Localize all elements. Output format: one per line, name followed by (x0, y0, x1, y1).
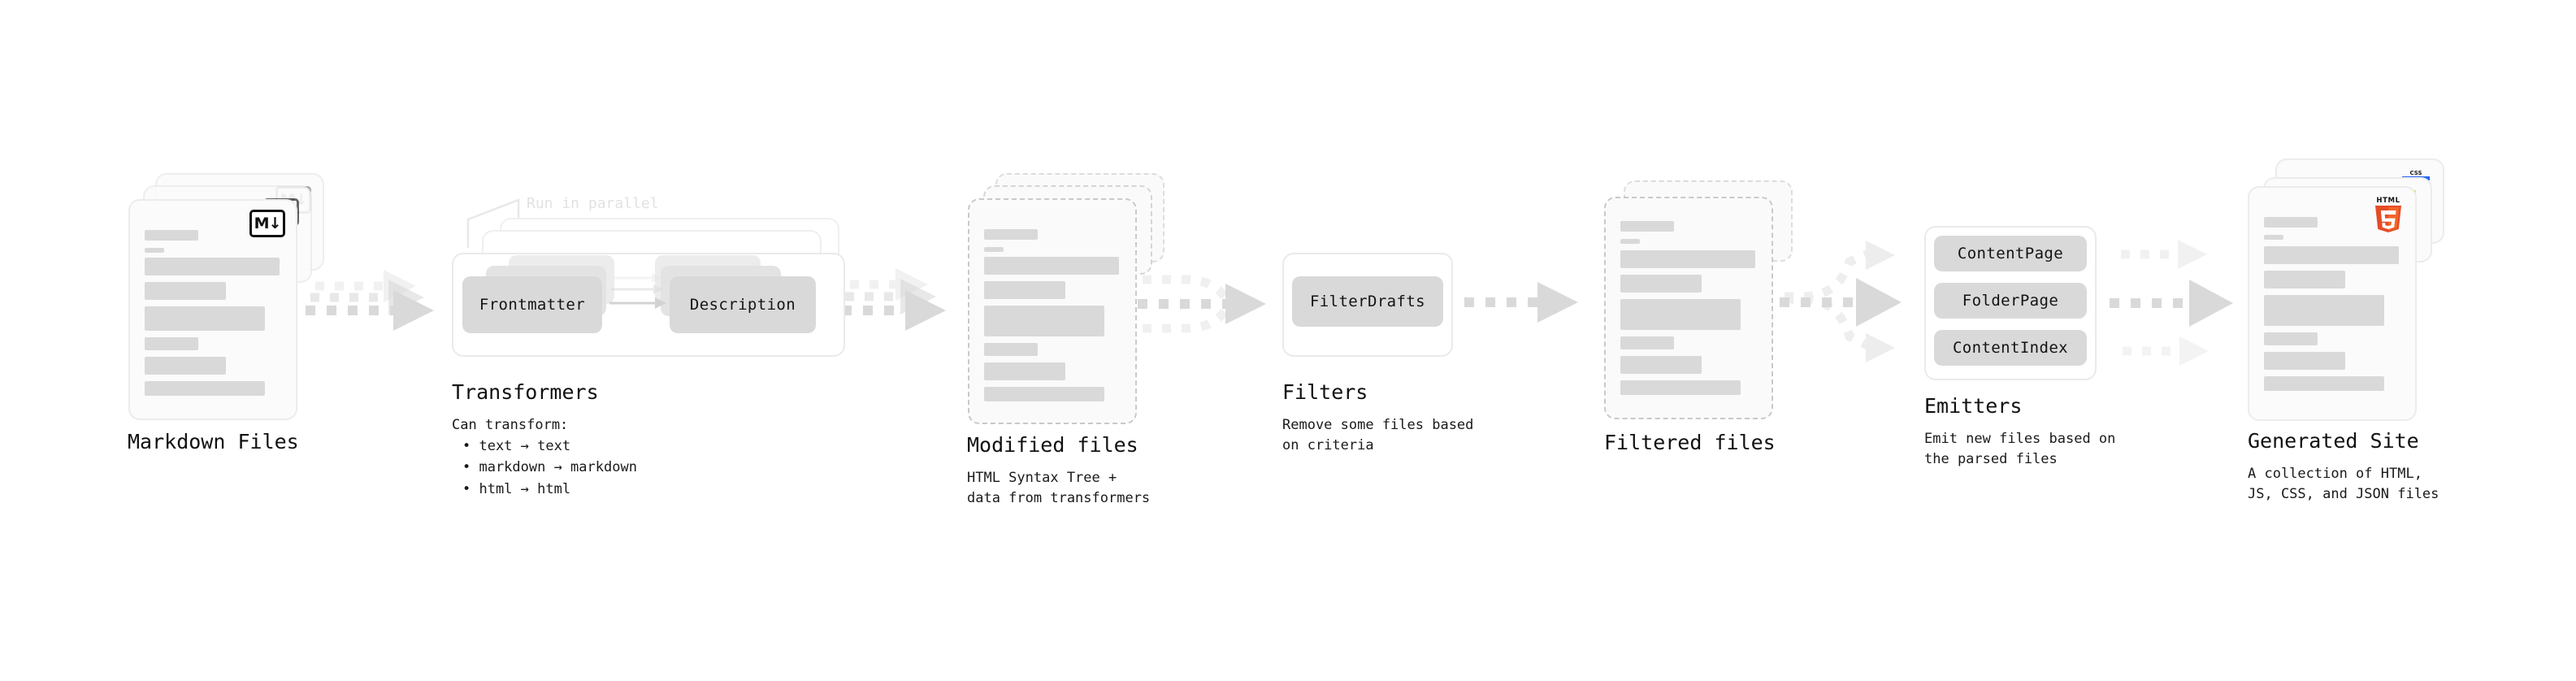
skeleton-line (145, 258, 280, 275)
run-in-parallel-label: Run in parallel (527, 195, 659, 212)
filter-chip-filterdrafts[interactable]: FilterDrafts (1292, 276, 1443, 327)
skeleton-line (145, 230, 198, 241)
skeleton-line (2264, 217, 2318, 228)
stage-title-markdown-files: Markdown Files (128, 430, 299, 453)
stage-title-generated-site: Generated Site (2248, 429, 2419, 453)
stage-title-modified-files: Modified files (967, 433, 1138, 457)
emitters-subtitle: Emit new files based on the parsed files (1924, 431, 2116, 467)
skeleton-line (145, 381, 265, 396)
skeleton-line (1620, 239, 1640, 244)
arrow-filtered-to-emitters (1780, 241, 1902, 362)
skeleton-line (2264, 352, 2345, 370)
filters-subtitle: Remove some files based on criteria (1282, 417, 1474, 453)
transformers-bullet-0: • text → text (462, 438, 571, 454)
transformer-chip-label: Frontmatter (479, 296, 586, 314)
transformers-bullet-2: • html → html (462, 481, 571, 497)
filtered-card-front (1604, 197, 1773, 419)
skeleton-line (1620, 250, 1755, 268)
skeleton-line (145, 306, 265, 331)
skeleton-line (984, 281, 1065, 299)
stage-title-filters: Filters (1282, 380, 1368, 404)
transformers-bullet-1: • markdown → markdown (462, 459, 637, 475)
arrow-modified-to-filters (1138, 275, 1266, 333)
skeleton-line (145, 337, 198, 350)
markdown-card-front: M↓ (128, 199, 297, 420)
skeleton-line (984, 229, 1038, 240)
emitter-chip-label: ContentPage (1957, 245, 2064, 262)
skeleton-line (1620, 356, 1702, 374)
skeleton-line (1620, 336, 1674, 349)
emitter-chip-contentindex[interactable]: ContentIndex (1934, 330, 2087, 366)
emitter-chip-label: ContentIndex (1952, 339, 2069, 357)
filter-chip-label: FilterDrafts (1309, 293, 1426, 310)
skeleton-line (1620, 275, 1702, 293)
skeleton-line (1620, 380, 1741, 395)
transformers-subtitle: Can transform: (452, 417, 569, 433)
arrow-markdown-to-transformers (306, 270, 434, 331)
skeleton-line (2264, 235, 2283, 240)
stage-title-transformers: Transformers (452, 380, 599, 404)
emitter-chip-label: FolderPage (1962, 292, 2059, 310)
emitter-chip-contentpage[interactable]: ContentPage (1934, 236, 2087, 271)
skeleton-line (984, 306, 1104, 336)
modified-card-front (968, 198, 1137, 424)
skeleton-line (984, 257, 1119, 275)
stage-title-filtered-files: Filtered files (1604, 431, 1776, 454)
skeleton-line (984, 387, 1104, 401)
stage-title-emitters: Emitters (1924, 394, 2023, 418)
css-label: CSS (2409, 170, 2422, 176)
skeleton-line (145, 357, 226, 375)
skeleton-line (984, 247, 1004, 252)
transformer-inner-arrows (609, 273, 666, 309)
transformer-chip-label: Description (689, 296, 796, 314)
skeleton-line (1620, 221, 1674, 232)
skeleton-line (984, 362, 1065, 380)
skeleton-line (2264, 376, 2384, 391)
transformer-chip-description[interactable]: Description (670, 276, 816, 333)
skeleton-line (2264, 246, 2399, 264)
arrow-filters-to-filtered (1464, 282, 1578, 323)
skeleton-line (2264, 271, 2345, 288)
modified-files-subtitle: HTML Syntax Tree + data from transformer… (967, 470, 1151, 506)
site-card-front: HTML (2248, 186, 2417, 421)
skeleton-line (145, 282, 226, 300)
skeleton-line (145, 248, 164, 253)
skeleton-line (2264, 295, 2384, 326)
emitter-chip-folderpage[interactable]: FolderPage (1934, 283, 2087, 319)
skeleton-line (984, 343, 1038, 356)
markdown-icon: M↓ (249, 210, 285, 237)
transformer-chip-frontmatter[interactable]: Frontmatter (462, 276, 602, 333)
skeleton-line (2264, 332, 2318, 345)
generated-site-subtitle: A collection of HTML, JS, CSS, and JSON … (2248, 466, 2439, 502)
skeleton-line (1620, 299, 1741, 330)
arrow-emitters-to-site (2110, 240, 2233, 366)
svg-text:HTML: HTML (2376, 197, 2400, 205)
html5-icon: HTML (2371, 195, 2405, 234)
